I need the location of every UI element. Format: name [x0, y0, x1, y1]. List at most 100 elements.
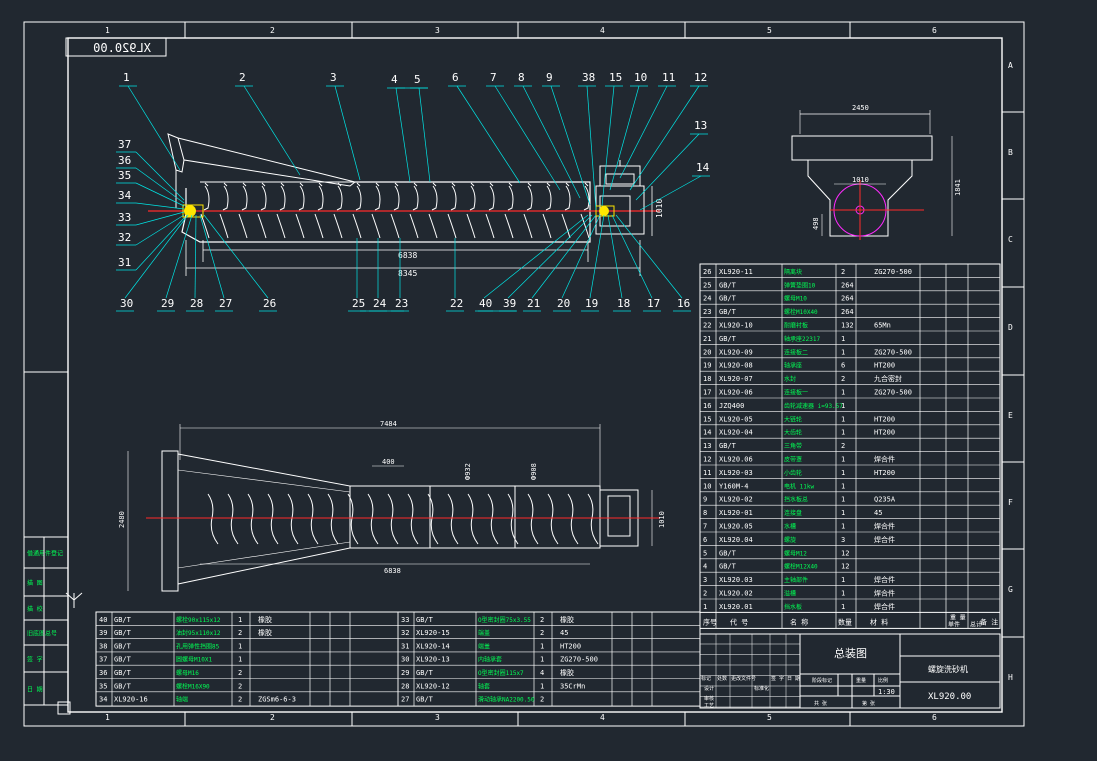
plan-spiral-blades [207, 493, 599, 545]
bom-header-cell: 总计 [970, 620, 982, 628]
bom-qty: 264 [841, 308, 854, 316]
bom-material: 橡胶 [560, 615, 574, 624]
bom-name: 主轴部件 [784, 576, 808, 584]
outer-frame [23, 21, 1025, 727]
left-strip-label: 签 字 [27, 656, 43, 664]
blade-tick [318, 182, 323, 187]
balloon-bottom: 26 [263, 297, 276, 310]
bom-name: 螺栓90x115x12 [176, 616, 221, 624]
bom-name: 三角带 [784, 442, 802, 450]
leader-line [550, 85, 591, 206]
spiral-blade-lower [371, 213, 381, 239]
bom-code: XL920.01 [719, 603, 753, 611]
balloon-bottom: 27 [219, 297, 232, 310]
bom-material: 焊合件 [874, 522, 895, 531]
leader-line [601, 85, 615, 207]
balloon-bottom: 29 [161, 297, 174, 310]
bom-material: HT200 [560, 642, 581, 650]
bom-material: ZG270-500 [874, 268, 912, 276]
bom-qty: 2 [238, 682, 242, 690]
bom-name: 螺母M12 [784, 549, 807, 557]
leader-line [135, 211, 185, 226]
end-dim-height: 1841 [954, 179, 962, 196]
bom-code: XL920-06 [719, 389, 753, 397]
spiral-blade-upper [564, 185, 571, 211]
bom-material: 焊合件 [874, 602, 895, 611]
bom-item-no: 23 [703, 308, 711, 316]
bom-material: Q235A [874, 496, 896, 504]
dim-inner: 6838 [398, 251, 417, 260]
zone-row: D [1008, 323, 1013, 332]
balloon-top: 11 [662, 71, 675, 84]
plan-blade [387, 493, 399, 545]
bom-code: XL920.03 [719, 576, 753, 584]
plan-blade [307, 493, 319, 545]
zone-col-bottom: 4 [600, 713, 605, 722]
bom-item-no: 37 [99, 656, 107, 664]
spiral-blade-upper [336, 185, 343, 211]
bom-name: 齿轮减速器 i=93.57 [784, 402, 843, 410]
leader-line [611, 214, 653, 299]
bom-name: 耐磨衬板 [784, 322, 808, 330]
bom-name: 内轴承套 [478, 656, 502, 664]
zone-col-bottom: 1 [105, 713, 110, 722]
leader-line [135, 217, 185, 271]
bom-material: 65Mn [874, 322, 891, 330]
bom-qty: 1 [841, 469, 845, 477]
balloon-bottom: 18 [617, 297, 630, 310]
balloon-top: 4 [391, 73, 398, 86]
bom-material: 35CrMn [560, 682, 585, 690]
bom-qty: 1 [238, 616, 242, 624]
blade-tick [261, 182, 266, 187]
plan-blade [207, 493, 219, 545]
left-strip-label: 描 图 [27, 579, 43, 587]
bom-name: 轴端 [176, 696, 188, 704]
bom-code: XL920-05 [719, 415, 753, 423]
bom-item-no: 34 [99, 696, 107, 704]
bom-material: HT200 [874, 469, 895, 477]
bom-item-no: 39 [99, 629, 107, 637]
bom-name: 挡水板 [784, 603, 802, 611]
left-strip-label: 日 期 [27, 686, 43, 694]
bom-item-no: 32 [401, 629, 409, 637]
balloon-top: 8 [518, 71, 525, 84]
blade-tick [565, 182, 570, 187]
bom-item-no: 16 [703, 402, 711, 410]
leader-line [124, 214, 189, 299]
spiral-blade-lower [447, 213, 457, 239]
bom-code: GB/T [114, 642, 132, 650]
bom-header-cell: 名 称 [790, 617, 808, 626]
end-dim-width: 2450 [852, 104, 869, 112]
balloon-top: 13 [694, 119, 707, 132]
leader-line [243, 85, 301, 176]
balloon-left: 36 [118, 154, 131, 167]
leader-line [135, 151, 185, 201]
bom-item-no: 28 [401, 682, 409, 690]
bom-item-no: 11 [703, 469, 711, 477]
zone-row: B [1008, 148, 1013, 157]
bom-qty: 264 [841, 281, 854, 289]
spiral-blade-upper [431, 185, 438, 211]
bom-qty: 1 [841, 496, 845, 504]
bom-qty: 2 [841, 268, 845, 276]
blade-tick [223, 182, 228, 187]
bom-item-no: 30 [401, 656, 409, 664]
zone-row: A [1008, 61, 1013, 70]
bom-header-cell: 代 号 [730, 617, 748, 626]
bom-item-no: 26 [703, 268, 711, 276]
zone-col-top: 6 [932, 26, 937, 35]
bom-qty: 2 [238, 696, 242, 704]
bom-name: 轴承座 [784, 362, 802, 370]
plan-blade [467, 493, 479, 545]
spiral-blade-lower [390, 213, 400, 239]
bom-header-cell: 单件 [948, 620, 960, 628]
leader-line [135, 214, 185, 246]
bom-material: 橡胶 [258, 628, 272, 637]
drawing-number-mirrored: XL920.00 [93, 41, 151, 55]
bom-header-cell: 备 注 [980, 617, 998, 626]
bom-name: 螺母M16 [176, 669, 199, 677]
title-cell-label: 第 张 [862, 700, 875, 707]
